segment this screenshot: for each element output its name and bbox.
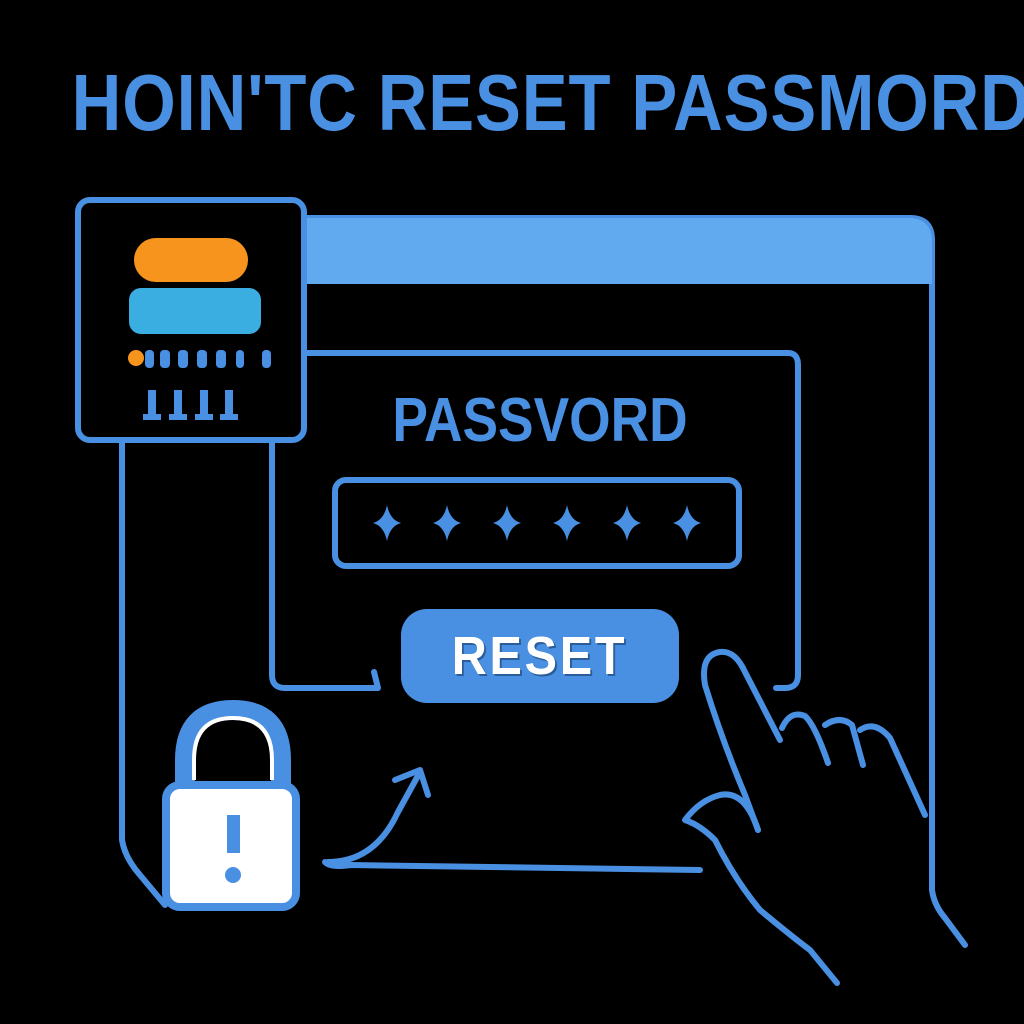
mask-star-icon [673,505,701,541]
mask-star-icon [373,505,401,541]
curved-arrow-icon [325,767,431,865]
password-label: PASSVORD [392,386,688,455]
pointing-hand-icon [682,648,928,986]
browser-window [297,215,968,948]
password-input[interactable] [332,477,742,569]
window-title-bar [302,218,932,284]
server-card-pins [143,390,238,420]
mask-star-icon [493,505,521,541]
reset-button-label: RESET [452,626,628,686]
server-card-icon [75,197,307,443]
reset-button[interactable]: RESET [401,609,679,703]
mask-star-icon [613,505,641,541]
inner-panel [269,350,801,691]
mask-star-icon [553,505,581,541]
mask-star-icon [433,505,461,541]
bottom-line [322,859,703,873]
page-title: HOIN'TC RESET PASSMORD [71,58,1024,147]
padlock-warning-icon [162,699,300,911]
